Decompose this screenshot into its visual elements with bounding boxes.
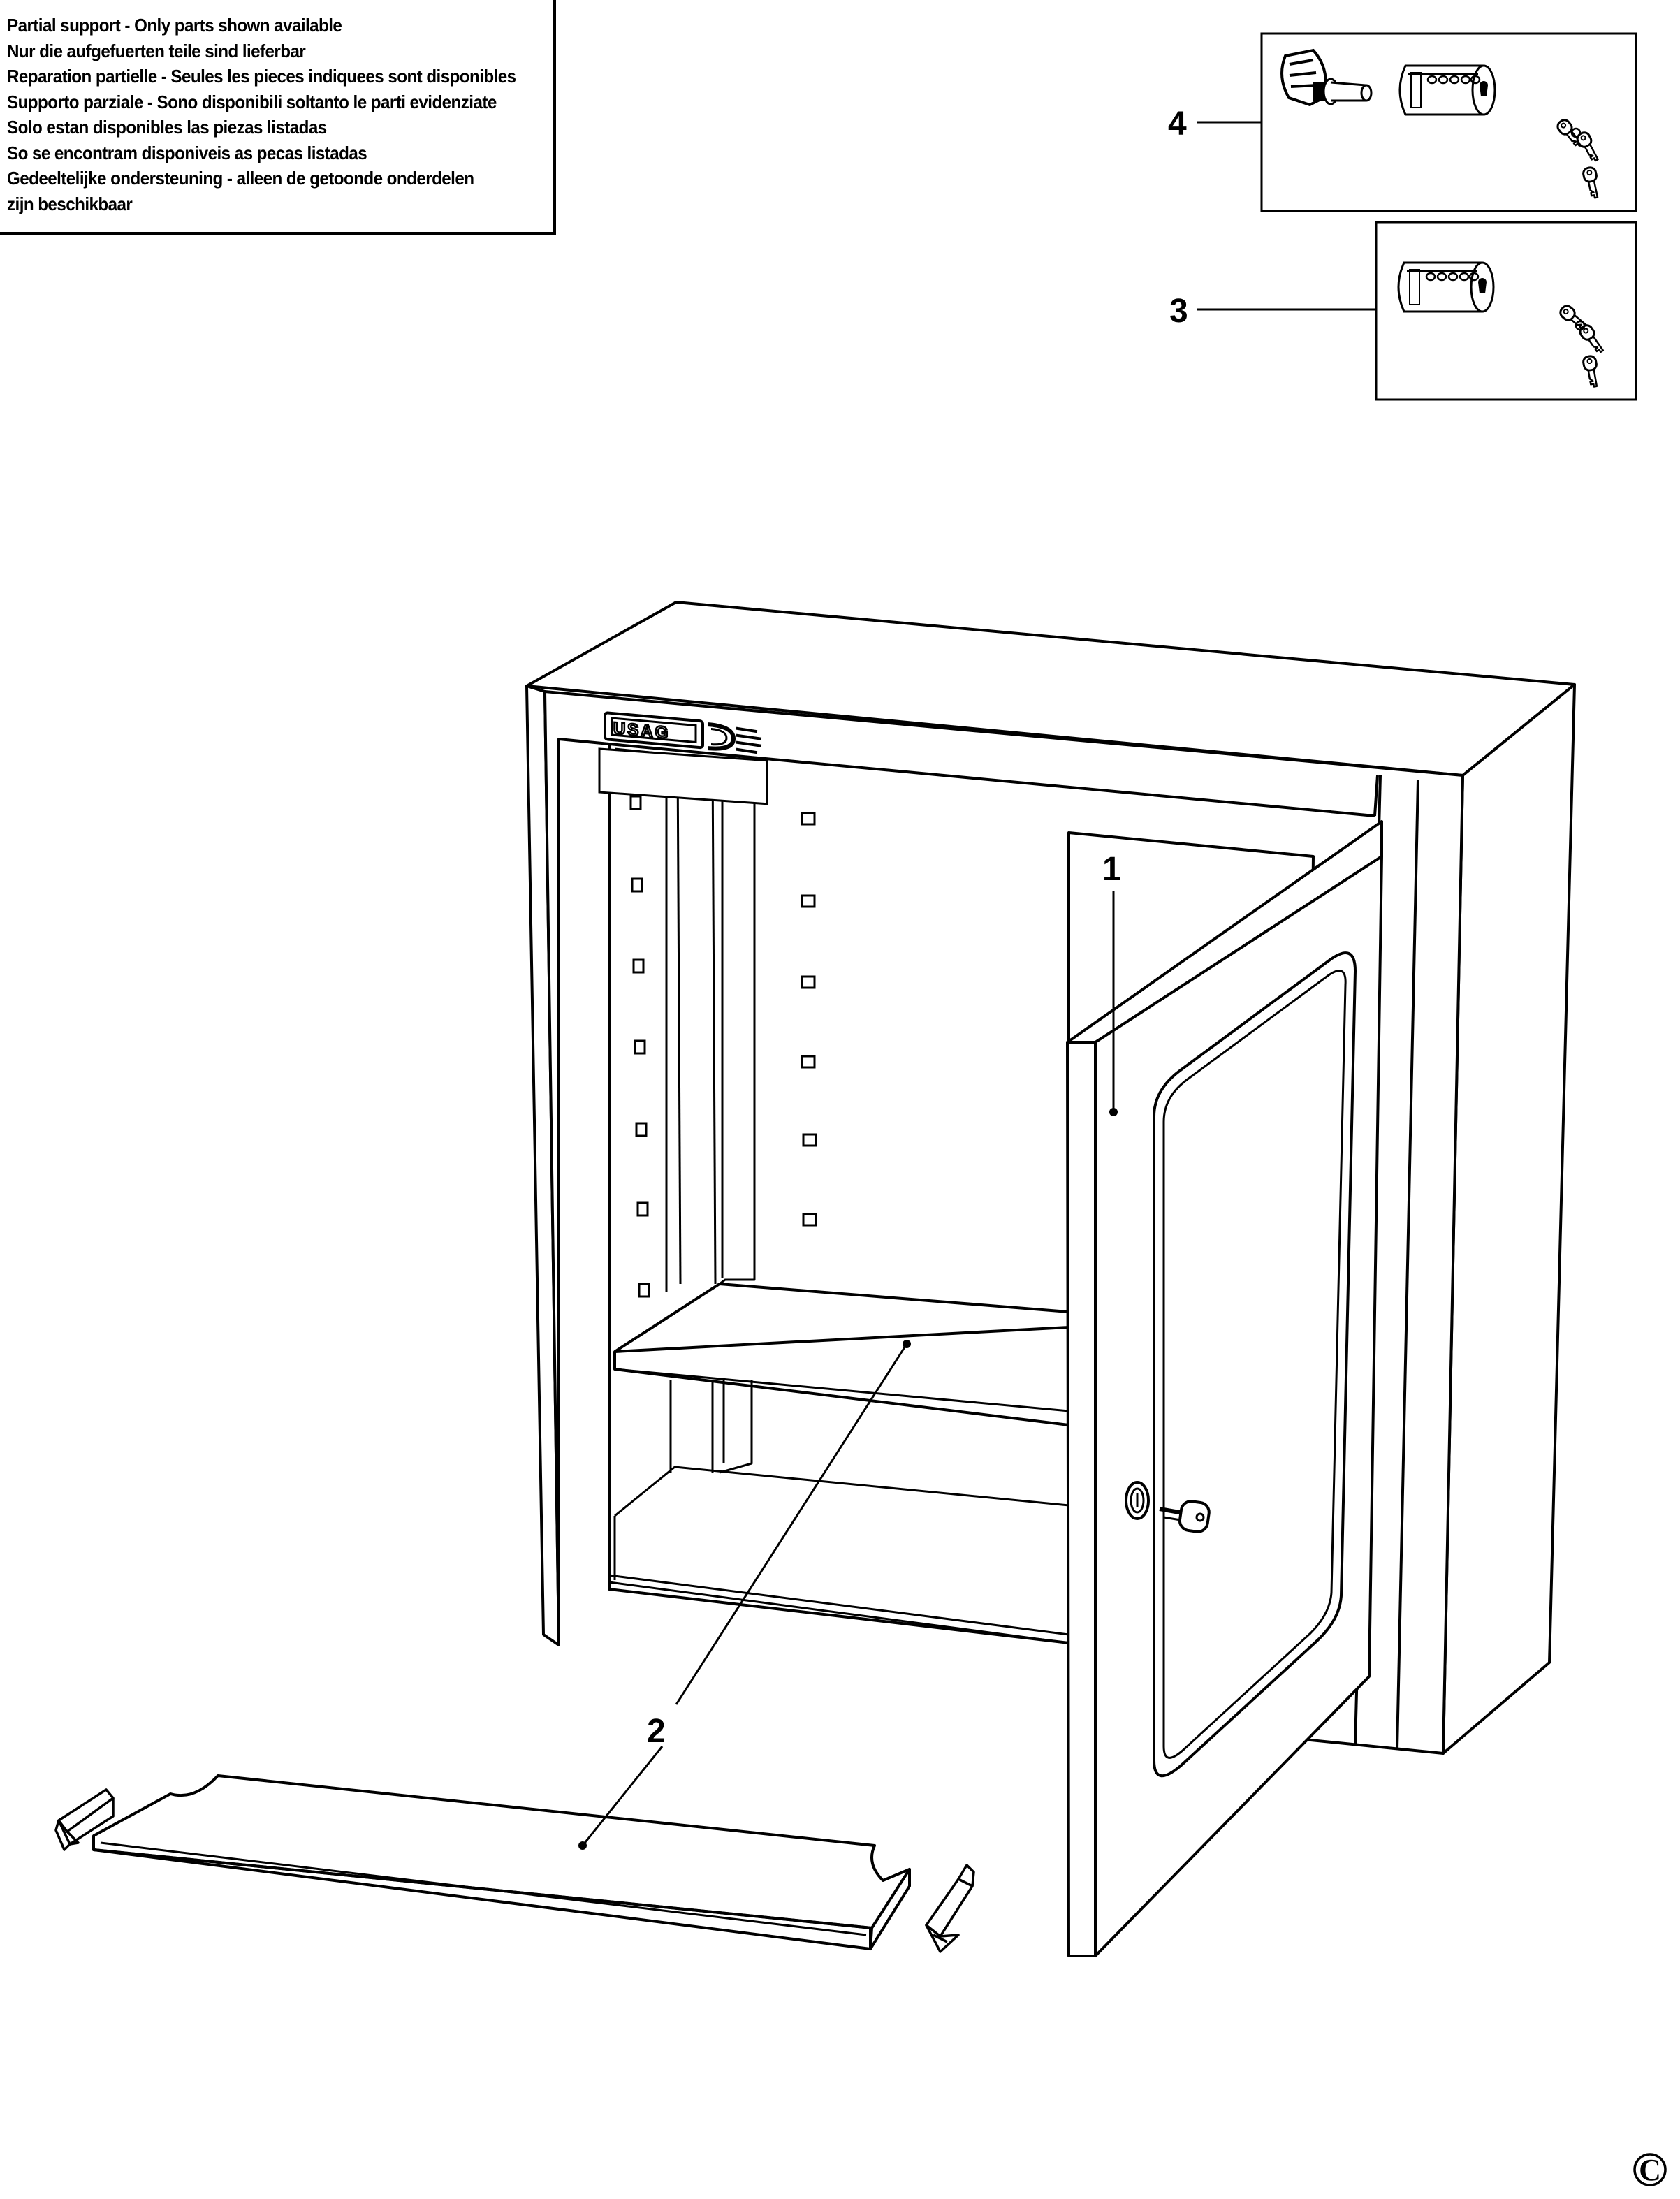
notice-lines: Partial support - Only parts shown avail…	[7, 13, 554, 217]
lock-cylinder-4	[1398, 64, 1496, 116]
notice-line: zijn beschikbaar	[7, 193, 133, 214]
lock-cylinder-3	[1397, 261, 1495, 313]
notice-line: Supporto parziale - Sono disponibili sol…	[7, 91, 497, 112]
cabinet-door	[1066, 820, 1383, 1957]
loose-shelf	[92, 1774, 911, 1950]
notice-line: Nur die aufgefuerten teile sind lieferba…	[7, 40, 306, 61]
notice-line: Reparation partielle - Seules les pieces…	[7, 66, 516, 87]
keys-4	[1554, 117, 1602, 200]
cylinder-and-keys: 3	[1169, 221, 1637, 401]
copyright-mark: C	[1633, 2153, 1667, 2187]
shelf-clip-right	[925, 1864, 975, 1953]
door-lock	[1125, 1481, 1211, 1533]
copyright-letter: C	[1639, 2153, 1661, 2187]
shelf-clip-left	[54, 1788, 115, 1851]
wall-cabinet	[525, 601, 1576, 1755]
notice-line: Gedeeltelijke ondersteuning - alleen de …	[7, 168, 474, 189]
door-callout: 1	[1102, 851, 1121, 1116]
notice-line: Solo estan disponibles las piezas listad…	[7, 117, 327, 138]
keys-3	[1557, 302, 1607, 389]
door-key	[1159, 1500, 1211, 1533]
cam-lock-body	[1280, 48, 1373, 107]
notice-line: Partial support - Only parts shown avail…	[7, 15, 342, 36]
notice-line: So se encontram disponiveis as pecas lis…	[7, 142, 367, 163]
callout-3: 3	[1169, 293, 1188, 330]
shelf-callout: 2	[578, 1340, 911, 1850]
callout-4: 4	[1168, 105, 1187, 143]
usag-brand-logo: USAG	[598, 711, 768, 805]
shelf-slots-left	[629, 795, 650, 1298]
lock-set-assembly: 4	[1168, 32, 1637, 212]
partial-support-notice: Partial support - Only parts shown avail…	[0, 0, 556, 235]
callout-2: 2	[647, 1713, 666, 1750]
shelf-slots-back	[801, 812, 817, 1227]
callout-1: 1	[1102, 851, 1121, 888]
